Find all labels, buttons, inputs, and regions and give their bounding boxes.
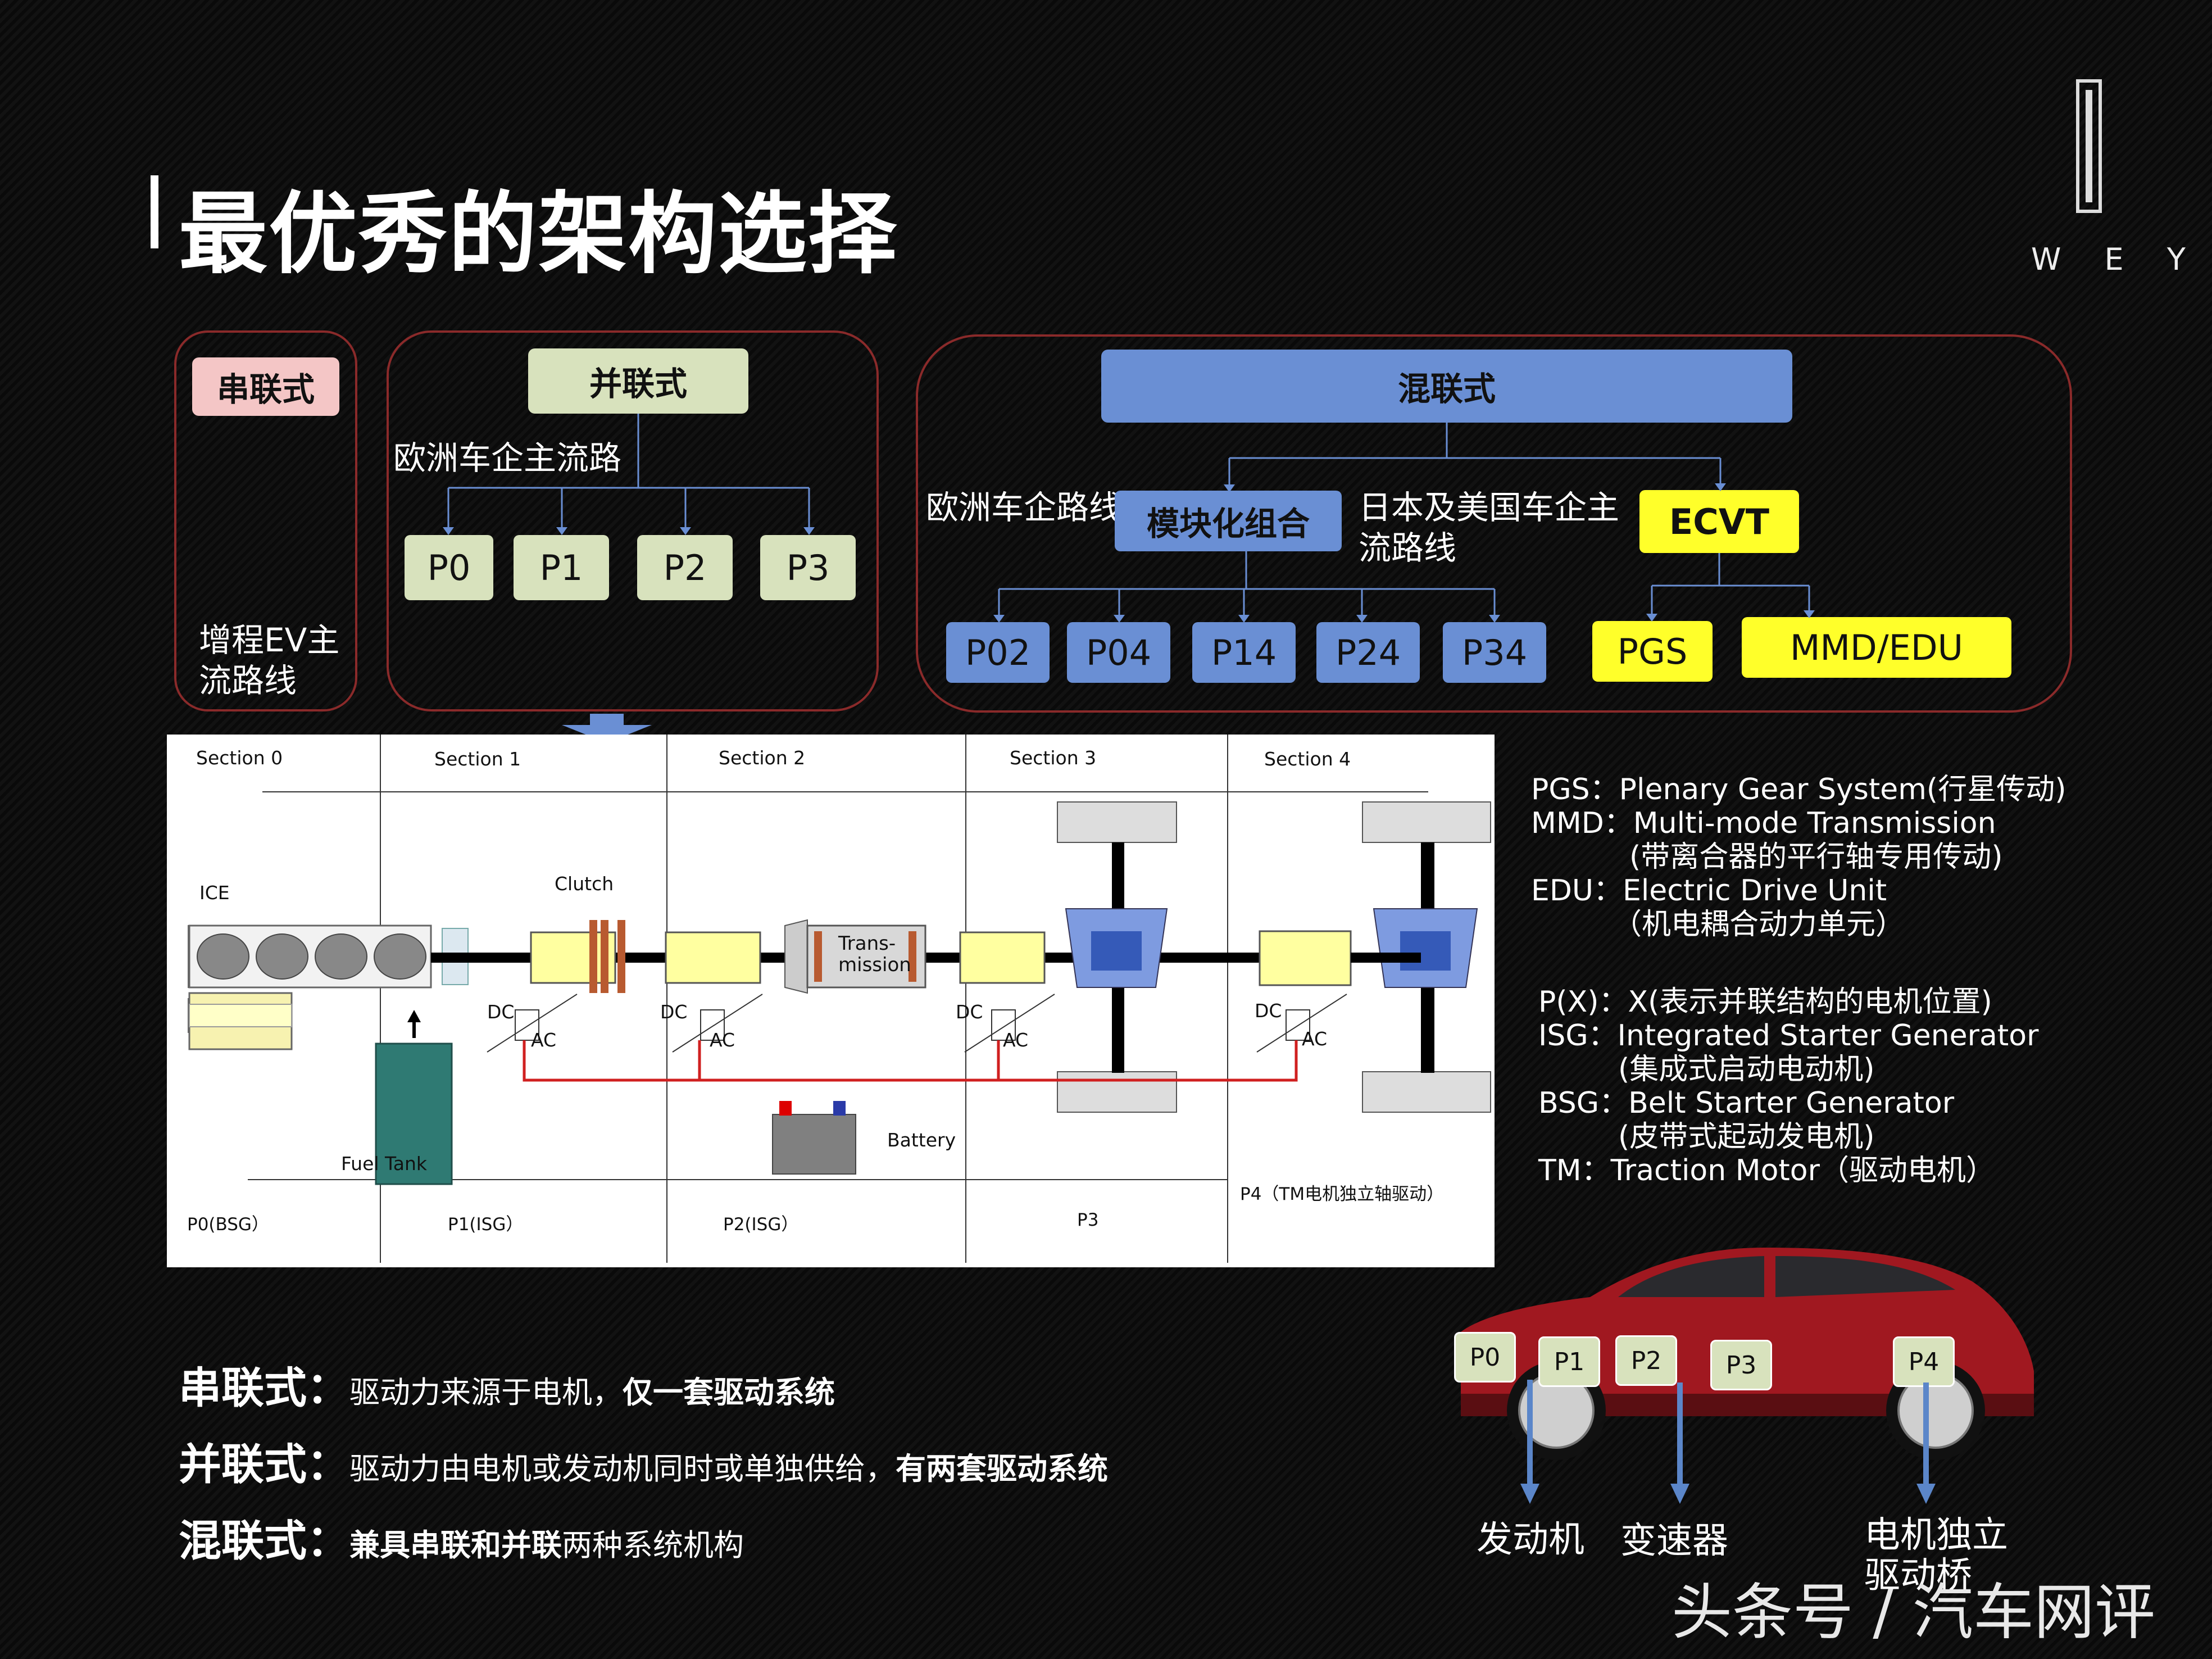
definition-hybrid: 混联式：兼具串联和并联两种系统机构 <box>179 1506 744 1568</box>
legend-isg: ISG：Integrated Starter Generator <box>1538 1019 2039 1053</box>
definition-series-text1: 驱动力来源于电机， <box>349 1375 623 1410</box>
definition-series-bold: 仅一套驱动系统 <box>623 1375 835 1410</box>
car-label-motor-line2: 驱动桥 <box>1864 1555 1972 1597</box>
car-chip-p0: P0 <box>1454 1332 1516 1382</box>
ac-label-4: AC <box>1302 1028 1328 1050</box>
suv-car-image <box>1450 1231 2040 1489</box>
ecvt-item-mmd-edu: MMD/EDU <box>1742 617 2011 678</box>
definition-parallel-key: 并联式 <box>179 1439 307 1489</box>
series-group <box>174 330 357 711</box>
car-chip-p1: P1 <box>1538 1336 1600 1387</box>
wey-logo-icon <box>2073 79 2105 214</box>
parallel-item-p0: P0 <box>405 535 493 600</box>
ac-label-2: AC <box>710 1029 735 1051</box>
legend-bsg-cn: (皮带式起动发电机) <box>1618 1120 1875 1154</box>
definition-parallel-text1: 驱动力由电机或发动机同时或单独供给， <box>349 1451 896 1486</box>
definition-hybrid-text2: 两种系统机构 <box>562 1527 744 1563</box>
hybrid-label: 混联式 <box>1101 350 1792 423</box>
fuel-tank-label: Fuel Tank <box>341 1153 427 1175</box>
parallel-group <box>387 330 879 711</box>
hybrid-item-p34: P34 <box>1443 622 1546 683</box>
car-chip-p4: P4 <box>1893 1336 1955 1387</box>
transmission-label-2: mission <box>838 954 911 976</box>
hybrid-note-jp-line1: 日本及美国车企主 <box>1359 488 1620 527</box>
legend-edu-cn: （机电耦合动力单元） <box>1613 908 1905 941</box>
page-title: 最优秀的架构选择 <box>179 183 898 286</box>
hybrid-item-p04: P04 <box>1067 622 1170 683</box>
section-label-1: Section 1 <box>434 748 521 770</box>
bottom-label-p4: P4（TM电机独立轴驱动） <box>1240 1184 1445 1204</box>
battery-label: Battery <box>887 1129 956 1151</box>
definition-series-key: 串联式 <box>179 1363 307 1413</box>
parallel-note: 欧洲车企主流路 <box>393 439 622 477</box>
parallel-label: 并联式 <box>528 348 748 414</box>
section-label-0: Section 0 <box>196 747 283 769</box>
legend-edu: EDU：Electric Drive Unit <box>1531 874 1887 908</box>
watermark: 头条号 / 汽车网评 <box>1672 1578 2156 1648</box>
definition-parallel: 并联式：驱动力由电机或发动机同时或单独供给，有两套驱动系统 <box>179 1430 1108 1492</box>
dc-label-4: DC <box>1255 1000 1282 1022</box>
bottom-label-p1: P1(ISG） <box>448 1214 524 1235</box>
car-chip-p2: P2 <box>1615 1335 1677 1386</box>
definition-series-sep: ： <box>307 1363 349 1413</box>
ac-label-1: AC <box>531 1029 557 1051</box>
transmission-label-1: Trans- <box>838 932 896 955</box>
clutch-label: Clutch <box>555 873 614 895</box>
legend-mmd: MMD：Multi-mode Transmission <box>1531 806 1996 840</box>
hybrid-item-p24: P24 <box>1316 622 1420 683</box>
dc-label-2: DC <box>660 1001 688 1023</box>
dc-label-1: DC <box>487 1001 515 1023</box>
section-label-2: Section 2 <box>719 747 806 769</box>
ecvt-label: ECVT <box>1639 490 1799 553</box>
series-label: 串联式 <box>192 357 339 416</box>
modular-label: 模块化组合 <box>1115 491 1342 551</box>
car-label-motor-line1: 电机独立 <box>1864 1515 2008 1556</box>
series-note-line2: 流路线 <box>199 661 297 700</box>
parallel-item-p3: P3 <box>760 535 856 600</box>
brand-logo-text: W E Y <box>2031 242 2202 277</box>
drivetrain-schematic <box>188 735 1491 1263</box>
bottom-label-p0: P0(BSG） <box>187 1214 269 1235</box>
ecvt-item-pgs: PGS <box>1592 621 1713 682</box>
bottom-label-p3: P3 <box>1077 1210 1099 1230</box>
car-label-gearbox: 变速器 <box>1620 1520 1728 1562</box>
legend-tm: TM：Traction Motor（驱动电机） <box>1538 1154 1995 1187</box>
definition-series: 串联式：驱动力来源于电机，仅一套驱动系统 <box>179 1353 835 1415</box>
hybrid-note-eu: 欧洲车企路线 <box>926 488 1122 527</box>
title-accent-bar <box>151 175 158 248</box>
legend-mmd-cn: (带离合器的平行轴专用传动) <box>1629 840 2003 874</box>
series-note-line1: 增程EV主 <box>199 621 340 659</box>
definition-hybrid-key: 混联式 <box>179 1516 307 1566</box>
car-chip-p3: P3 <box>1710 1340 1772 1390</box>
definition-parallel-bold: 有两套驱动系统 <box>896 1451 1108 1486</box>
definition-hybrid-sep: ： <box>307 1516 349 1566</box>
legend-bsg: BSG：Belt Starter Generator <box>1538 1086 1955 1120</box>
car-label-engine: 发动机 <box>1477 1519 1584 1561</box>
hybrid-note-jp-line2: 流路线 <box>1359 529 1457 567</box>
legend-isg-cn: (集成式启动电动机) <box>1618 1053 1875 1086</box>
hybrid-group <box>916 334 2072 713</box>
legend-px: P(X)：X(表示并联结构的电机位置) <box>1538 985 1992 1019</box>
section-label-3: Section 3 <box>1010 747 1097 769</box>
parallel-item-p2: P2 <box>637 535 733 600</box>
bottom-label-p2: P2(ISG） <box>723 1214 799 1235</box>
hybrid-item-p14: P14 <box>1192 622 1296 683</box>
definition-hybrid-bold: 兼具串联和并联 <box>349 1527 562 1563</box>
section-label-4: Section 4 <box>1264 748 1351 770</box>
tree-connectors <box>443 414 1815 742</box>
architecture-diagram: Section 0 Section 1 Section 2 Section 3 … <box>167 735 1495 1267</box>
ice-label: ICE <box>199 882 230 904</box>
hybrid-item-p02: P02 <box>946 622 1050 683</box>
legend-pgs: PGS：Plenary Gear System(行星传动) <box>1531 773 2066 806</box>
parallel-item-p1: P1 <box>514 535 609 600</box>
dc-label-3: DC <box>956 1001 983 1023</box>
ac-label-3: AC <box>1003 1029 1029 1051</box>
definition-parallel-sep: ： <box>307 1439 349 1489</box>
